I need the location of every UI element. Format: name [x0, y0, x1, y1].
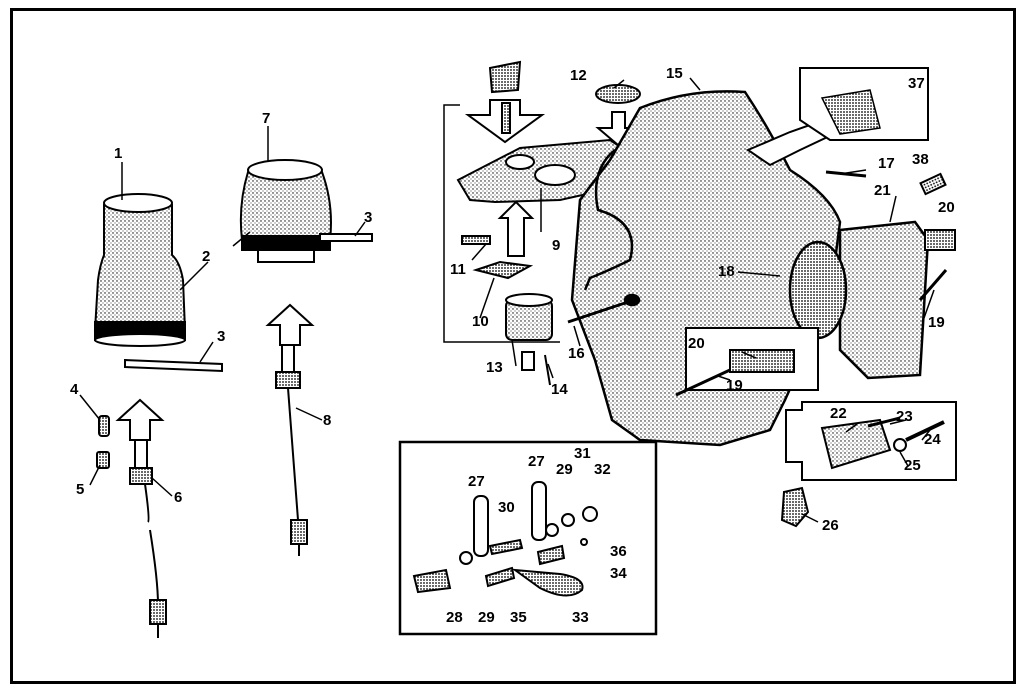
bracket-20-inset — [729, 349, 795, 373]
callout-20-right: 20 — [938, 199, 955, 216]
callout-6: 6 — [174, 489, 183, 506]
callout-28: 28 — [446, 609, 463, 626]
callout-23: 23 — [896, 408, 913, 425]
callout-24: 24 — [924, 431, 941, 448]
callout-19-inset: 19 — [726, 377, 743, 394]
callout-27-right: 27 — [528, 453, 545, 470]
callout-26: 26 — [822, 517, 839, 534]
clip-26 — [780, 486, 810, 528]
callout-17: 17 — [878, 155, 895, 172]
callout-38: 38 — [912, 151, 929, 168]
gasket-37 — [820, 89, 881, 135]
screw-23 — [867, 416, 901, 428]
inset-box-27-36 — [398, 440, 658, 636]
callout-18: 18 — [718, 263, 735, 280]
callout-10: 10 — [472, 313, 489, 330]
switch-13 — [505, 293, 553, 371]
tachometer-housing — [239, 159, 332, 263]
tachometer-cable — [275, 344, 308, 556]
switch-panel-group-bracket — [443, 104, 560, 343]
callout-3-top: 3 — [364, 209, 373, 226]
callout-33: 33 — [572, 609, 589, 626]
callout-31: 31 — [574, 445, 591, 462]
callout-14: 14 — [551, 381, 568, 398]
callout-9: 9 — [552, 237, 561, 254]
callout-36: 36 — [610, 543, 627, 560]
arrow-up-9 — [497, 200, 535, 257]
callout-12: 12 — [570, 67, 587, 84]
clip-38 — [919, 172, 947, 196]
mount-plate-22 — [820, 418, 892, 470]
screw-17 — [825, 170, 867, 178]
callout-4: 4 — [70, 381, 79, 398]
assembly-arrows-left — [115, 303, 315, 441]
callout-34: 34 — [610, 565, 627, 582]
bracket-plate-3-bottom — [124, 358, 223, 373]
callout-5: 5 — [76, 481, 85, 498]
bolt-24 — [905, 420, 945, 442]
bracket-plate-3-top — [319, 233, 373, 242]
callout-27-left: 27 — [468, 473, 485, 490]
leader-lines — [79, 77, 935, 523]
speedometer-housing — [93, 193, 187, 347]
callout-30: 30 — [498, 499, 515, 516]
mounting-plate — [456, 138, 627, 204]
speedometer-cable — [129, 439, 167, 638]
callout-25: 25 — [904, 457, 921, 474]
callout-29-bottom: 29 — [478, 609, 495, 626]
callout-29-top: 29 — [556, 461, 573, 478]
callout-22: 22 — [830, 405, 847, 422]
screw-16 — [567, 300, 629, 324]
callout-13: 13 — [486, 359, 503, 376]
bolt-19-right — [918, 269, 948, 301]
callout-32: 32 — [594, 461, 611, 478]
bolt-19-inset — [675, 368, 731, 397]
callout-35: 35 — [510, 609, 527, 626]
callout-20-inset: 20 — [688, 335, 705, 352]
callout-37: 37 — [908, 75, 925, 92]
callout-11: 11 — [450, 261, 466, 278]
linkage-parts — [412, 481, 598, 597]
bulb-holders — [96, 415, 110, 469]
bracket-20-right — [924, 229, 956, 251]
callout-16: 16 — [568, 345, 585, 362]
callout-3-bottom: 3 — [217, 328, 226, 345]
washer-25 — [893, 438, 907, 452]
headlamp-unit — [788, 220, 930, 380]
cap-12 — [595, 84, 641, 104]
callout-8: 8 — [323, 412, 332, 429]
small-parts-10-11 — [461, 235, 551, 386]
callout-21: 21 — [874, 182, 891, 199]
callout-1: 1 — [114, 145, 123, 162]
callout-15: 15 — [666, 65, 683, 82]
switch-key — [464, 60, 546, 144]
callout-19-right: 19 — [928, 314, 945, 331]
callout-2: 2 — [202, 248, 211, 265]
callout-7: 7 — [262, 110, 271, 127]
